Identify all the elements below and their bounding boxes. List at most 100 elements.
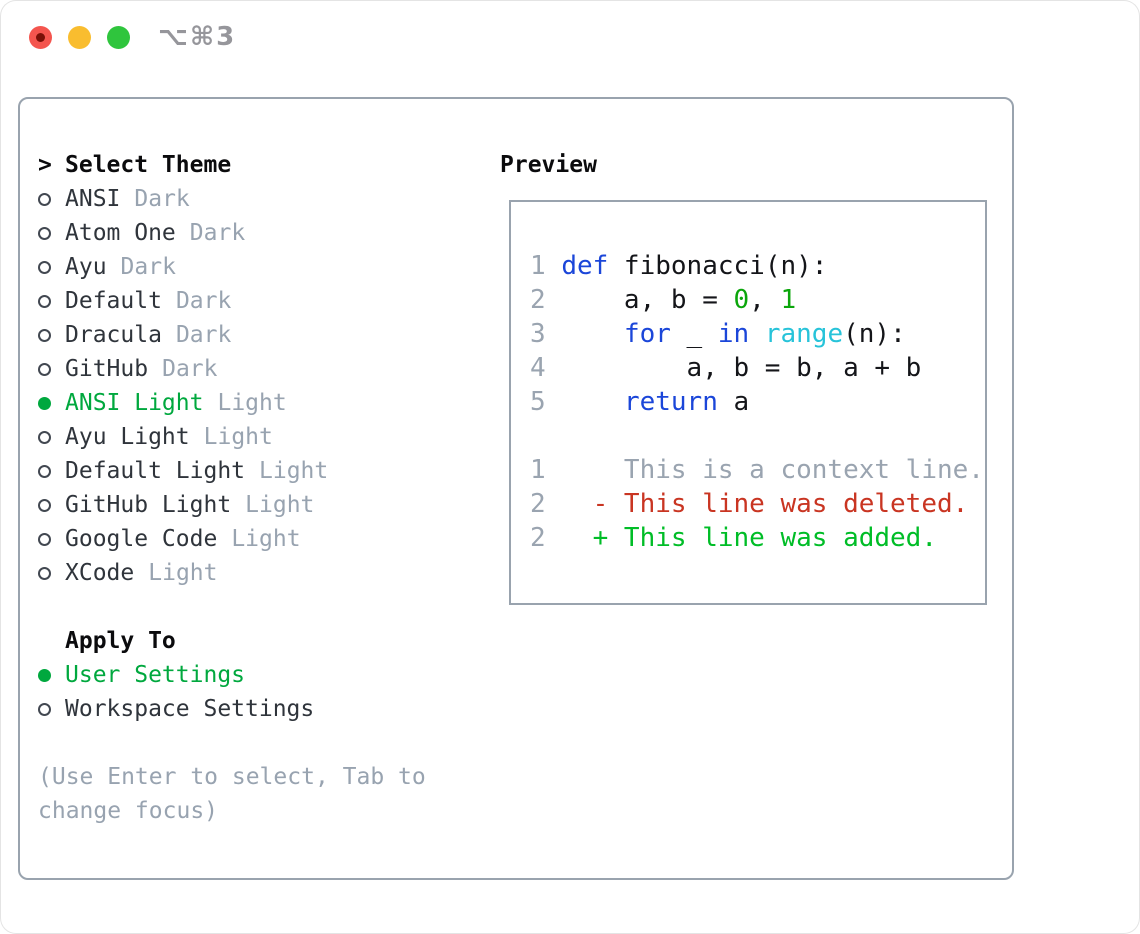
- select-theme-header: > Select Theme: [38, 148, 426, 182]
- help-text-line: change focus): [38, 798, 219, 824]
- theme-item-label: GitHub Light: [65, 492, 232, 518]
- close-dot-icon: [36, 32, 45, 42]
- radio-unselected-icon: [38, 294, 65, 308]
- theme-item-variant-tag: Light: [231, 526, 301, 552]
- line-number: 2: [530, 523, 562, 553]
- apply-to-item[interactable]: Workspace Settings: [38, 692, 426, 726]
- theme-item-variant-tag: Light: [203, 424, 273, 450]
- code-token-added: + This line was added.: [561, 523, 937, 553]
- radio-unselected-icon: [38, 260, 65, 274]
- spacer: [38, 726, 426, 760]
- theme-item-label: Atom One: [65, 220, 176, 246]
- traffic-lights: [29, 25, 130, 49]
- preview-title: Preview: [500, 152, 597, 178]
- code-line: 5 return a: [530, 385, 985, 419]
- radio-unselected-icon: [38, 362, 65, 376]
- theme-item[interactable]: GitHub Dark: [38, 352, 426, 386]
- theme-item-variant-tag: Dark: [162, 356, 218, 382]
- radio-unselected-icon: [38, 464, 65, 478]
- code-token-code_text: a, b = b, a + b: [561, 353, 922, 383]
- zoom-button[interactable]: [107, 25, 130, 49]
- code-token-code_text: _: [670, 319, 718, 349]
- theme-item-label: XCode: [65, 560, 135, 586]
- radio-unselected-icon: [38, 532, 65, 546]
- theme-item-label: Default: [65, 288, 162, 314]
- code-token-code_text: ,: [749, 285, 781, 315]
- apply-to-item[interactable]: User Settings: [38, 658, 426, 692]
- radio-unselected-icon: [38, 702, 65, 716]
- theme-item[interactable]: Ayu Light Light: [38, 420, 426, 454]
- code-token-number: 1: [780, 285, 797, 315]
- theme-item-label: Dracula: [65, 322, 162, 348]
- theme-item-label: ANSI: [65, 186, 121, 212]
- line-number: 1: [530, 251, 562, 281]
- minimize-button[interactable]: [68, 25, 91, 49]
- code-token-code_text: fibonacci(n):: [608, 251, 828, 281]
- line-number: 2: [530, 285, 562, 315]
- help-text: (Use Enter to select, Tab to change focus…: [38, 760, 426, 828]
- radio-selected-icon: [38, 396, 65, 410]
- code-line: 4 a, b = b, a + b: [530, 351, 985, 385]
- code-token-deleted: - This line was deleted.: [561, 489, 969, 519]
- radio-unselected-icon: [38, 328, 65, 342]
- theme-item[interactable]: Default Dark: [38, 284, 426, 318]
- window-title: ⌥⌘3: [158, 22, 237, 52]
- code-token-keyword: def: [561, 251, 609, 281]
- code-line: 1 This is a context line.: [530, 453, 985, 487]
- code-token-builtin: range: [764, 319, 844, 349]
- radio-unselected-icon: [38, 192, 65, 206]
- titlebar: ⌥⌘3: [0, 0, 1140, 74]
- radio-unselected-icon: [38, 566, 65, 580]
- code-token-code_text: a, b =: [561, 285, 734, 315]
- code-token-code_text: a: [717, 387, 750, 417]
- theme-item-variant-tag: Dark: [134, 186, 190, 212]
- code-token-code_text: [561, 387, 624, 417]
- code-line: 1 def fibonacci(n):: [530, 249, 985, 283]
- radio-selected-icon: [38, 668, 65, 682]
- spacer: [38, 590, 426, 624]
- line-number: 5: [530, 387, 562, 417]
- code-line: 2 + This line was added.: [530, 521, 985, 555]
- theme-item[interactable]: ANSI Dark: [38, 182, 426, 216]
- theme-item[interactable]: GitHub Light Light: [38, 488, 426, 522]
- code-line: 2 a, b = 0, 1: [530, 283, 985, 317]
- theme-item-variant-tag: Dark: [175, 288, 232, 314]
- theme-item-label: Google Code: [65, 526, 218, 552]
- theme-item[interactable]: Google Code Light: [38, 522, 426, 556]
- theme-item-variant-tag: Light: [259, 458, 329, 484]
- cursor-icon: >: [38, 152, 52, 178]
- code-token-number: 0: [733, 285, 750, 315]
- theme-item[interactable]: Dracula Dark: [38, 318, 426, 352]
- theme-item-variant-tag: Dark: [120, 254, 176, 280]
- theme-item-variant-tag: Dark: [175, 322, 232, 348]
- line-number: 4: [530, 353, 562, 383]
- line-number: 1: [530, 455, 562, 485]
- radio-unselected-icon: [38, 226, 65, 240]
- code-token-keyword: return: [623, 387, 718, 417]
- code-line: 3 for _ in range(n):: [530, 317, 985, 351]
- radio-unselected-icon: [38, 498, 65, 512]
- code-token-context: This is a context line.: [561, 455, 984, 485]
- close-button[interactable]: [29, 25, 52, 49]
- code-token-code_text: (n):: [843, 319, 906, 349]
- line-number: 3: [530, 319, 562, 349]
- theme-item-variant-tag: Light: [245, 492, 315, 518]
- code-token-code_text: [561, 319, 624, 349]
- theme-item-label: GitHub: [65, 356, 149, 382]
- theme-item-label: ANSI Light: [65, 390, 204, 416]
- theme-item-label: Ayu Light: [65, 424, 190, 450]
- help-text-line: (Use Enter to select, Tab to: [38, 764, 426, 790]
- code-token-keyword: for: [623, 319, 671, 349]
- select-theme-title: Select Theme: [65, 152, 232, 178]
